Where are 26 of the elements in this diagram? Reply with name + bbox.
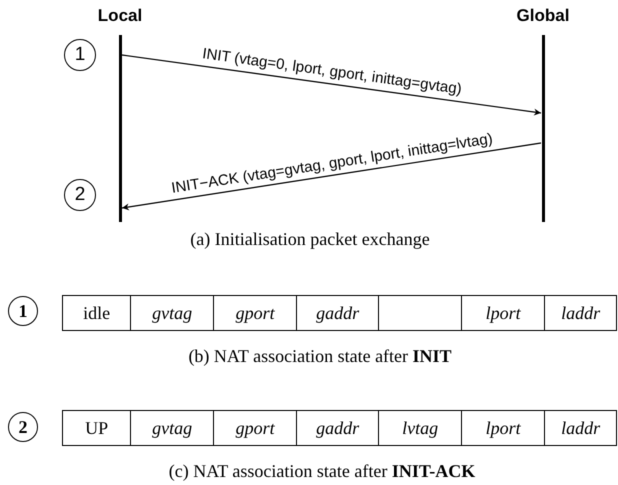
step-number: 1 [8, 296, 38, 326]
edge-label: INIT (vtag=0, lport, gport, inittag=gvtag) [200, 45, 462, 98]
arrow [122, 54, 542, 116]
table-cell: laddr [544, 410, 618, 446]
arrow [122, 142, 542, 210]
table-cell: gvtag [130, 295, 214, 331]
table-cell: gport [213, 295, 298, 331]
table-cell: lvtag [378, 410, 462, 446]
edge-label: INIT−ACK (vtag=gvtag, gport, lport, inittag=lvtag) [170, 130, 494, 196]
table-cell: idle [62, 295, 132, 331]
table-cell: lport [461, 410, 546, 446]
lifeline-label: Local [98, 6, 142, 26]
step-number: 2 [8, 412, 38, 442]
caption: (c) NAT association state after INIT-ACK [168, 461, 476, 482]
table-cell: laddr [544, 295, 618, 331]
table-cell: gaddr [296, 410, 380, 446]
table-cell: gaddr [296, 295, 380, 331]
table-cell: lport [461, 295, 546, 331]
table-cell: UP [62, 410, 132, 446]
step-number: 1 [64, 39, 96, 71]
caption: (a) Initialisation packet exchange [190, 229, 430, 250]
step-number: 2 [64, 179, 96, 211]
table-cell: gport [213, 410, 298, 446]
caption: (b) NAT association state after INIT [188, 346, 452, 367]
table-cell: gvtag [130, 410, 214, 446]
lifeline-label: Global [516, 6, 570, 26]
